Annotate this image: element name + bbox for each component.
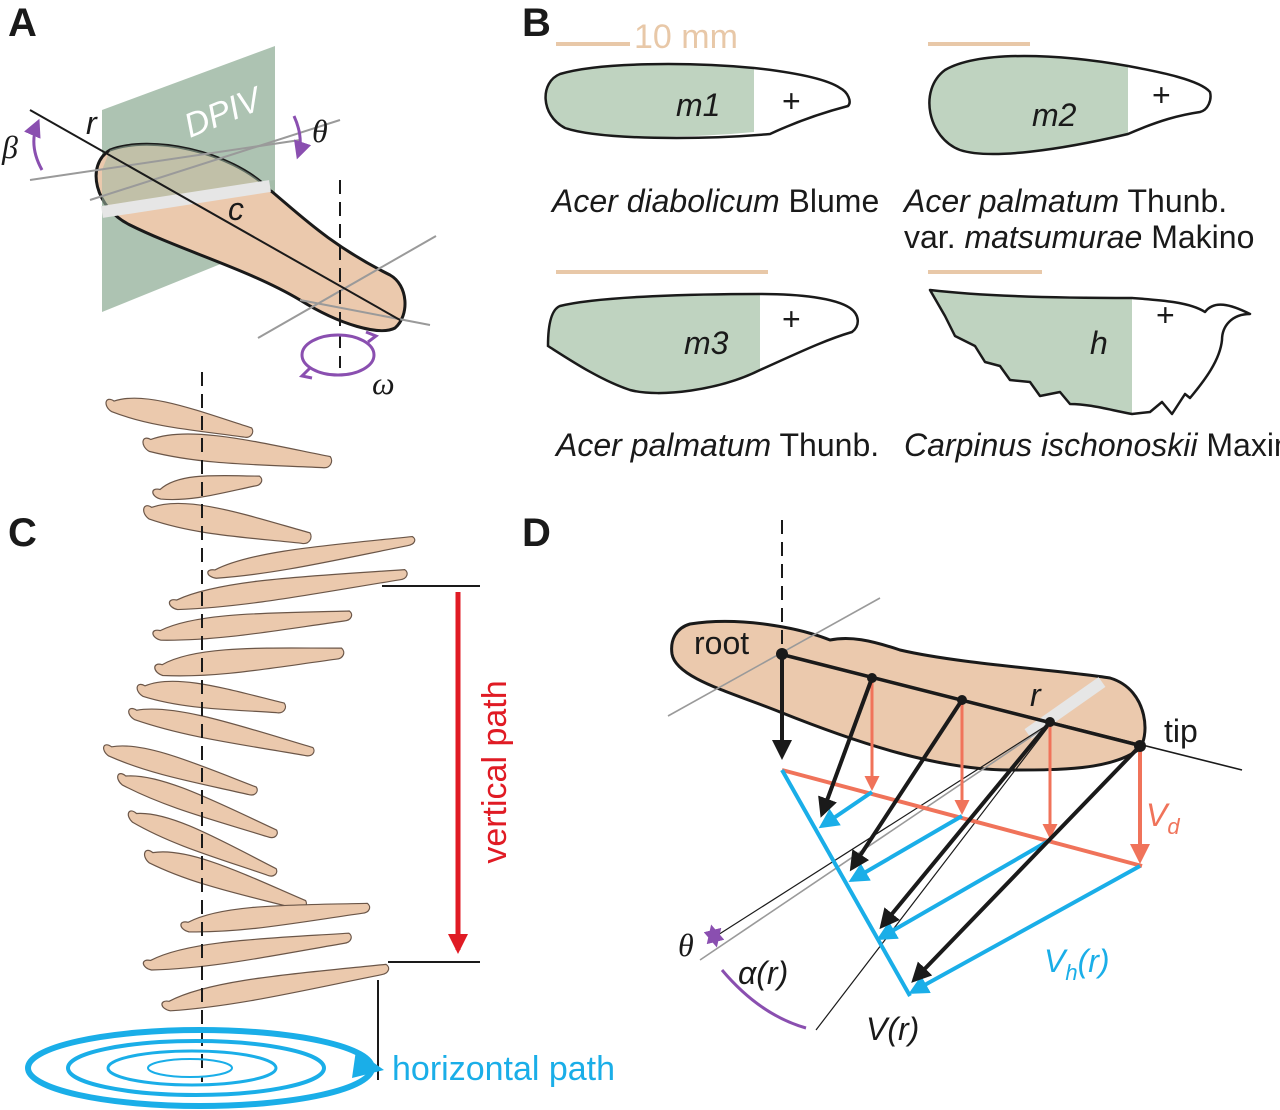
span-point-tip: [1134, 740, 1146, 752]
plus-m2: +: [1152, 77, 1171, 113]
samara-snapshot: [168, 569, 408, 611]
samara-snapshot: [152, 474, 263, 501]
v-label: V(r): [866, 1011, 919, 1047]
omega-arrowhead-right: [365, 330, 380, 344]
theta-label-a: θ: [312, 113, 328, 149]
horizontal-arrow-tip: [908, 864, 1141, 994]
code-h: h: [1090, 325, 1108, 361]
theta-ref-line: [699, 723, 1051, 961]
horizontal-path-label: horizontal path: [392, 1050, 615, 1088]
panel-a-letter: A: [8, 1, 37, 45]
samara-h: h +: [928, 288, 1252, 416]
samara-snapshot: [207, 535, 416, 579]
chord-c-label: c: [228, 191, 244, 227]
beta-label: β: [1, 129, 18, 165]
samara-snapshot: [142, 433, 333, 469]
span-axis: [29, 109, 401, 321]
samara-snapshot: [161, 963, 390, 1012]
plus-m3: +: [782, 301, 801, 337]
r-chord-line: [709, 721, 1053, 941]
samara-snapshot: [154, 647, 345, 677]
scale-label: 10 mm: [634, 18, 738, 56]
code-m1: m1: [676, 87, 720, 123]
species-h: Carpinus ischonoskii Maxim.: [904, 427, 1280, 463]
alpha-label: α(r): [738, 955, 788, 991]
span-point-1: [867, 673, 877, 683]
velocity-arrow-2: [849, 698, 964, 872]
omega-rotation: [300, 333, 376, 377]
root-label: root: [694, 625, 749, 661]
seed-region-a: [102, 144, 275, 206]
samara-snapshot: [128, 707, 315, 757]
panel-a: A DPIV β θ r c ω: [1, 1, 437, 401]
theta-arrow-a: [292, 115, 312, 160]
horizontal-arrow-3: [876, 838, 1051, 940]
panel-b: B 10 mm m1 + m2 + m3 +: [522, 1, 1280, 463]
theta-arc-d: [703, 924, 725, 948]
species-m1: Acer diabolicum Blume: [550, 183, 879, 219]
span-r-label-d: r: [1030, 677, 1042, 713]
samara-snapshot: [180, 902, 371, 933]
species-m2-line2: var. matsumurae Makino: [904, 219, 1254, 255]
samara-m1: m1 +: [544, 62, 851, 140]
chord-band-d: [1024, 677, 1106, 739]
beta-arrow: [24, 118, 44, 171]
panel-b-letter: B: [522, 1, 551, 45]
horizontal-path-spiral: [25, 1027, 375, 1109]
plus-h: +: [1156, 297, 1175, 333]
samara-m3: m3 +: [546, 292, 859, 395]
horizontal-path-arrowhead: [352, 1050, 384, 1078]
vertical-path-label: vertical path: [476, 680, 514, 863]
span-point-3: [1045, 717, 1055, 727]
velocity-arrow-1: [818, 677, 874, 818]
root-chord-line: [667, 597, 881, 717]
samara-snapshot: [103, 744, 258, 796]
ref-line-root: [257, 235, 437, 339]
code-m2: m2: [1032, 97, 1077, 133]
theta-label-d: θ: [678, 927, 694, 963]
omega-arrowhead-left: [298, 366, 313, 380]
tip-label: tip: [1164, 713, 1198, 749]
code-m3: m3: [684, 325, 729, 361]
omega-label: ω: [372, 365, 395, 401]
panel-d: D: [522, 511, 1243, 1047]
span-point-2: [957, 695, 967, 705]
samara-m2: m2 +: [928, 54, 1212, 156]
samara-trajectory-stack: [103, 397, 416, 1012]
samara-snapshot: [142, 932, 352, 971]
panel-d-letter: D: [522, 511, 551, 555]
velocity-arrow-3: [879, 720, 1052, 930]
plus-m1: +: [782, 83, 801, 119]
vh-label: Vh(r): [1044, 943, 1110, 985]
velocity-ref-line: [815, 721, 1053, 1031]
alpha-arc: [720, 969, 807, 1030]
horizontal-arrow-1: [818, 790, 874, 829]
species-m2-line1: Acer palmatum Thunb.: [902, 183, 1227, 219]
species-m3: Acer palmatum Thunb.: [554, 427, 879, 463]
horizontal-arrow-2: [848, 814, 964, 883]
samara-snapshot: [152, 610, 353, 641]
ref-line-span-tail: [299, 299, 431, 326]
samara-snapshot: [105, 397, 254, 438]
panel-c: C vertical path horizontal path: [8, 372, 615, 1109]
span-r-label-a: r: [86, 105, 98, 141]
horizontal-line: [780, 769, 912, 997]
vd-label: Vd: [1146, 797, 1180, 839]
samara-snapshot: [136, 680, 287, 714]
span-point-root: [776, 648, 788, 660]
velocity-arrow-tip: [911, 744, 1142, 983]
panel-c-letter: C: [8, 511, 37, 555]
samara-snapshot: [143, 502, 312, 545]
